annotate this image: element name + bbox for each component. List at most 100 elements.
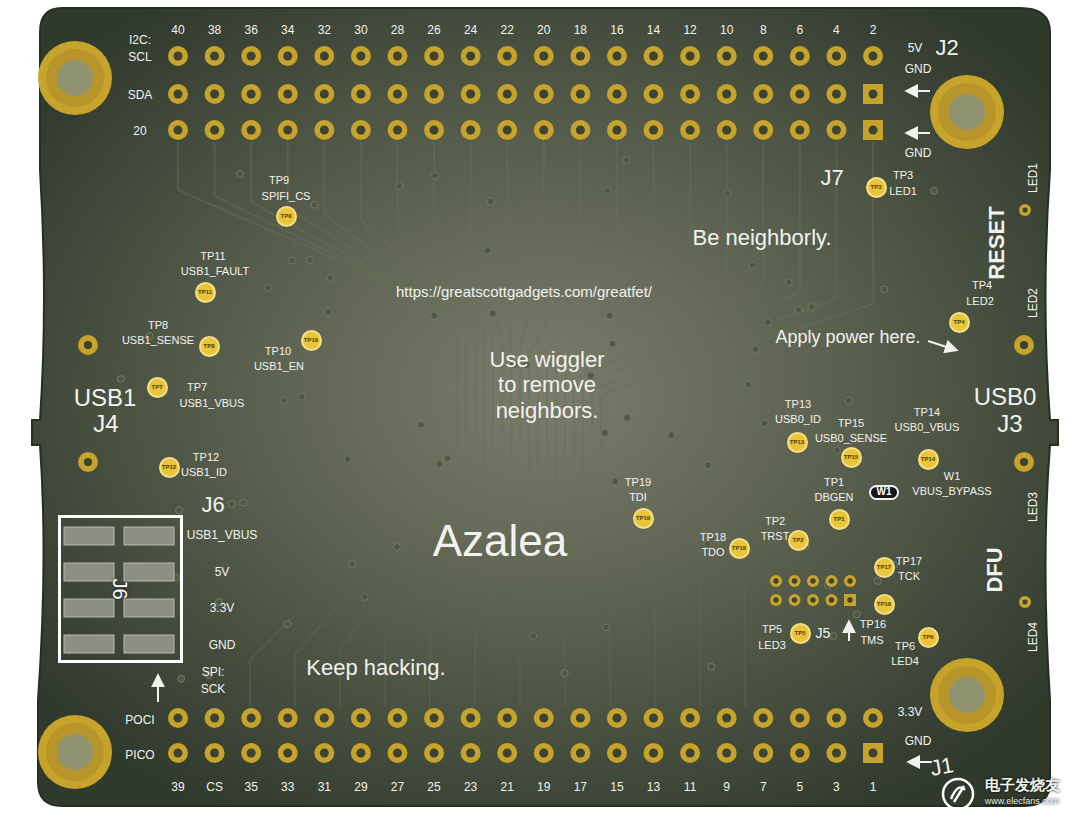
pin-hole (759, 126, 768, 135)
silkscreen-text: TP4 (972, 280, 992, 291)
pin-number: 35 (244, 781, 257, 793)
pin-hole (539, 52, 548, 61)
pin-pad (717, 46, 737, 66)
test-point-id: TP17 (877, 564, 891, 570)
pin-number: 2 (870, 24, 877, 36)
silkscreen-text: USB1_SENSE (122, 335, 194, 346)
pin-number: 3 (833, 781, 840, 793)
edge-pads (78, 204, 1034, 608)
pin-number: 17 (574, 781, 587, 793)
pin-number: 14 (647, 24, 660, 36)
pin-hole (847, 597, 852, 602)
pin-hole (174, 52, 183, 61)
pin-hole (795, 90, 804, 99)
pin-hole (832, 749, 841, 758)
pin-hole (576, 749, 585, 758)
test-point: TP9 (276, 206, 297, 227)
pin-hole (612, 749, 621, 758)
trace (699, 550, 701, 706)
marker-arrows (158, 91, 956, 762)
pin-pad (717, 708, 737, 728)
pin-pad (753, 46, 773, 66)
pin-pad (570, 84, 590, 104)
pin-hole (430, 714, 439, 723)
pin-pad (844, 594, 856, 606)
silkscreen-text: LED1 (1027, 163, 1039, 193)
pin-pad (607, 708, 627, 728)
pin-pad (790, 84, 810, 104)
via (612, 478, 619, 485)
pin-pad (205, 743, 225, 763)
test-point-id: TP16 (877, 601, 891, 607)
via (281, 397, 288, 404)
silkscreen-text: GND (905, 735, 932, 747)
via (444, 455, 451, 462)
pin-pad (461, 743, 481, 763)
pin-number: 33 (281, 781, 294, 793)
pin-pad (826, 743, 846, 763)
via (436, 460, 443, 467)
pin-hole (356, 90, 365, 99)
pin-hole (759, 749, 768, 758)
silkscreen-text: USB1_VBUS (187, 529, 258, 541)
via (298, 393, 305, 400)
pin-hole (759, 90, 768, 99)
pin-pad (644, 120, 664, 140)
via (603, 624, 610, 631)
pin-pad (753, 743, 773, 763)
silkscreen-text: J6 (201, 494, 224, 516)
silkscreen-text: PICO (125, 749, 154, 761)
via (705, 462, 712, 469)
pin-hole (356, 714, 365, 723)
pin-pad (826, 120, 846, 140)
trace (655, 556, 660, 706)
via (601, 430, 608, 437)
pin-hole (393, 126, 402, 135)
silkscreen-text: J4 (93, 412, 118, 436)
test-point: TP3 (866, 177, 887, 198)
silkscreen-text: www.elecfans.com (985, 797, 1060, 806)
pin-pad (351, 84, 371, 104)
via (264, 284, 271, 291)
test-point-id: TP11 (198, 289, 212, 295)
pin-hole (539, 126, 548, 135)
pin-number: CS (206, 781, 223, 793)
silkscreen-text: SPIFI_CS (262, 191, 311, 202)
via (284, 621, 291, 628)
silkscreen-text: 3.3V (210, 602, 235, 614)
pin-number: 12 (683, 24, 696, 36)
via (708, 663, 715, 670)
silkscreen-text: TP16 (860, 619, 886, 630)
pin-number: 10 (720, 24, 733, 36)
pin-pad (278, 120, 298, 140)
pin-hole (773, 578, 778, 583)
pin-pad (314, 120, 334, 140)
pin-hole (283, 90, 292, 99)
via (561, 670, 568, 677)
pin-hole (795, 749, 804, 758)
pin-pad (770, 594, 782, 606)
pin-pad (826, 708, 846, 728)
pin-number: 18 (574, 24, 587, 36)
pin-pad (205, 46, 225, 66)
pin-hole (869, 126, 878, 135)
silkscreen-text: TP14 (914, 407, 940, 418)
pin-hole (283, 749, 292, 758)
pin-hole (612, 52, 621, 61)
pin-pad (424, 120, 444, 140)
pin-pad (534, 708, 554, 728)
silkscreen-text: TP17 (896, 556, 922, 567)
pin-number: 15 (610, 781, 623, 793)
pin-hole (430, 749, 439, 758)
silkscreen-text: TP13 (785, 399, 811, 410)
pin-pad (497, 84, 517, 104)
pin-hole (722, 90, 731, 99)
silkscreen-text: TMS (860, 635, 883, 646)
silkscreen-text: TP10 (265, 346, 291, 357)
pin-hole (612, 126, 621, 135)
pin-number: 31 (318, 781, 331, 793)
pin-number: 9 (723, 781, 730, 793)
silkscreen-text: 电子发烧友 (985, 777, 1060, 792)
pin-hole (829, 578, 834, 583)
silkscreen-text: VBUS_BYPASS (912, 486, 991, 497)
